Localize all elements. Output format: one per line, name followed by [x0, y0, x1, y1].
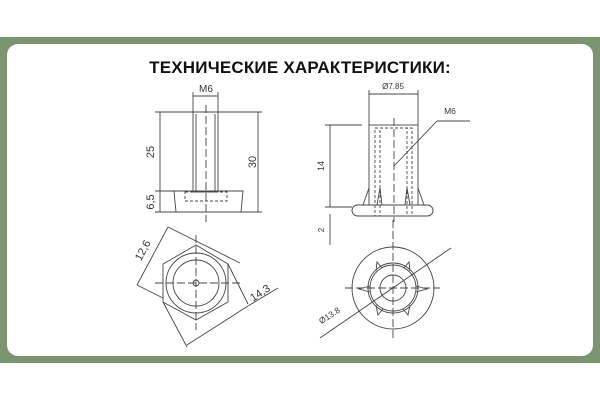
body-height-label: 14 — [316, 161, 326, 171]
page-title: ТЕХНИЧЕСКИЕ ХАРАКТЕРИСТИКИ: — [149, 58, 451, 77]
bolt-bottom-view — [136, 226, 279, 348]
base-height-label: 6,5 — [145, 194, 157, 209]
insert-bottom-view — [319, 220, 452, 340]
across-corners-label: 14,3 — [248, 283, 273, 305]
flange-height-label: 2 — [317, 227, 326, 232]
insert-thread-label: M6 — [444, 106, 456, 116]
shaft-length-label: 25 — [145, 146, 157, 158]
bolt-side-view — [155, 92, 262, 222]
insert-diameter-label: Ø7.85 — [382, 82, 404, 91]
total-height-label: 30 — [247, 156, 259, 168]
insert-side-view — [325, 90, 470, 245]
flange-diameter-label: Ø13.8 — [317, 305, 342, 326]
content-card — [7, 44, 593, 356]
bolt-thread-label: M6 — [199, 84, 213, 95]
